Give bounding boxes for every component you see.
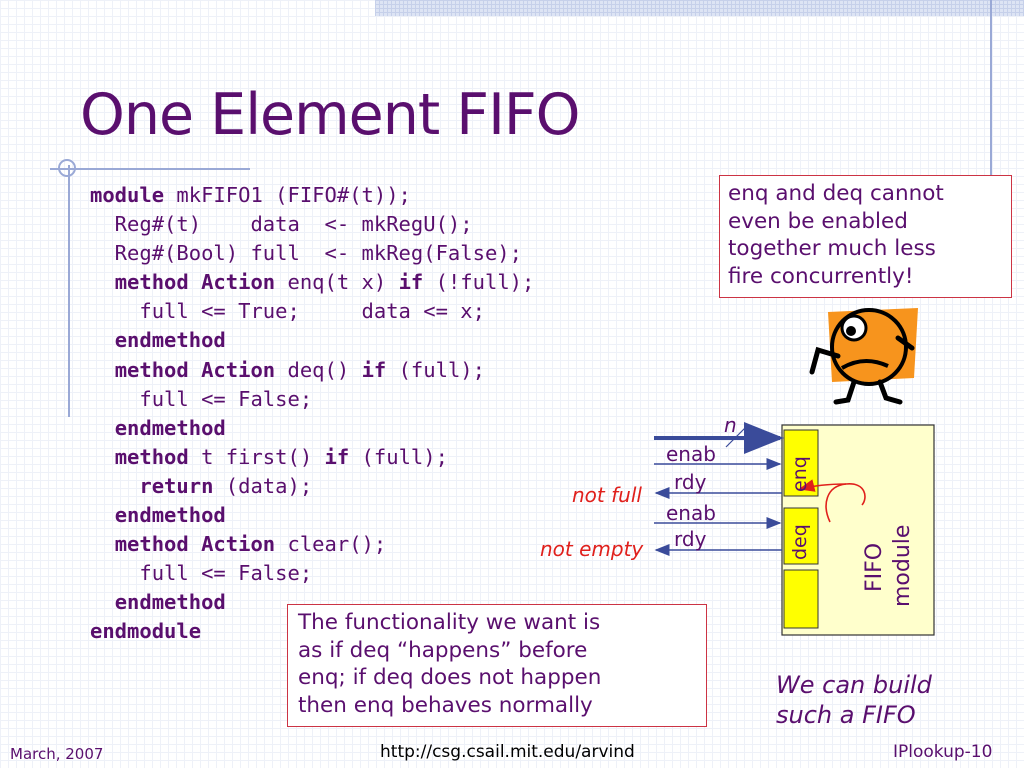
build-note-line: such a FIFO — [776, 701, 916, 729]
code-keyword: Action — [201, 532, 276, 557]
not-full-label: not full — [572, 483, 642, 507]
code-line: method Action enq(t x) if (!full); — [90, 268, 535, 297]
footer-date: March, 2007 — [10, 745, 104, 763]
code-keyword: method — [114, 270, 189, 295]
bus-width-slash — [725, 427, 746, 448]
code-text: (data); — [213, 473, 313, 498]
dependency-arrow — [798, 479, 847, 492]
code-line: endmethod — [90, 326, 534, 355]
note-bottom-line: enq; if deq does not happen — [298, 665, 602, 690]
build-note-line: We can build — [776, 671, 932, 699]
code-line: Reg#(t) data <- mkRegU(); — [90, 210, 534, 239]
right-vertical-rule — [990, 0, 992, 265]
not-empty-label: not empty — [540, 537, 644, 561]
title-underline-rule — [50, 168, 250, 170]
footer-url: http://csg.csail.mit.edu/arvind — [380, 742, 635, 762]
code-text: (full); — [386, 357, 485, 382]
code-line: full <= False; — [90, 385, 534, 414]
code-keyword: endmethod — [114, 590, 226, 615]
code-text: (full); — [349, 444, 448, 469]
code-text: t first() — [188, 444, 325, 469]
code-line: return (data); — [90, 472, 534, 501]
worried-face-icon — [809, 308, 918, 405]
bus-width-label: n — [724, 413, 737, 437]
module-label-fifo: FIFO — [862, 542, 887, 592]
code-keyword: module — [90, 183, 165, 207]
slide-title: One Element FIFO — [80, 82, 581, 148]
build-note: We can build such a FIFO — [776, 670, 932, 730]
code-text: mkFIFO1 (FIFO#(t)); — [164, 183, 411, 207]
code-line: endmethod — [90, 501, 534, 530]
code-text: clear(); — [275, 532, 387, 557]
footer-page-number: IPlookup-10 — [893, 742, 993, 762]
code-keyword: endmethod — [114, 503, 226, 528]
code-text: deq() — [275, 357, 362, 382]
code-line: method Action clear(); — [90, 530, 534, 559]
code-line: module mkFIFO1 (FIFO#(t)); — [90, 181, 534, 210]
face-mouth — [840, 359, 889, 370]
code-keyword: if — [398, 270, 424, 295]
face-leg-right — [877, 379, 903, 405]
deq-rdy-label: rdy — [674, 527, 707, 551]
code-keyword: endmethod — [114, 328, 226, 353]
code-keyword: Action — [201, 357, 276, 382]
note-top-line: fire concurrently! — [728, 263, 914, 289]
face-pupil — [846, 326, 856, 336]
code-text: enq(t x) — [275, 270, 399, 295]
deq-port-box — [783, 507, 819, 565]
code-keyword: if — [324, 444, 350, 469]
code-keyword: method — [114, 444, 189, 469]
face-arm-left — [809, 346, 841, 375]
note-top-line: together much less — [728, 236, 936, 261]
note-bottom-line: The functionality we want is — [298, 610, 601, 635]
code-text: (!full); — [423, 270, 535, 295]
deq-enab-label: enab — [666, 501, 716, 525]
code-text: Reg#(Bool) full <- mkReg(False); — [90, 241, 522, 266]
code-keyword: if — [361, 357, 387, 382]
code-keyword: method — [114, 532, 189, 557]
enq-port-label: enq — [789, 456, 811, 492]
note-bottom-line: then enq behaves normally — [298, 692, 593, 718]
note-bottom-box: The functionality we want is as if deq “… — [287, 604, 707, 727]
code-keyword: endmethod — [114, 415, 226, 440]
deq-port-label: deq — [789, 524, 811, 560]
code-text: full <= True; data <= x; — [90, 299, 485, 324]
code-line: endmodule — [90, 617, 534, 646]
code-keyword: return — [139, 473, 214, 498]
note-top-box: enq and deq cannot even be enabled toget… — [719, 175, 1012, 298]
code-line: full <= False; — [90, 559, 534, 588]
code-line: endmethod — [90, 414, 534, 443]
code-text: full <= False; — [90, 386, 313, 411]
code-keyword: method — [114, 357, 189, 382]
enq-rdy-label: rdy — [674, 470, 707, 494]
code-text: full <= False; — [90, 561, 313, 586]
code-keyword: endmodule — [90, 619, 202, 644]
code-line: method t first() if (full); — [90, 443, 534, 472]
face-arm-right — [895, 335, 915, 351]
code-line: Reg#(Bool) full <- mkReg(False); — [90, 239, 534, 268]
code-keyword: Action — [201, 270, 276, 295]
rule-ring-ornament — [58, 159, 76, 177]
code-block: module mkFIFO1 (FIFO#(t)); Reg#(t) data … — [90, 181, 534, 647]
code-text: Reg#(t) data <- mkRegU(); — [90, 212, 473, 237]
top-decoration-band — [375, 0, 1024, 16]
code-line: method Action deq() if (full); — [90, 356, 534, 385]
note-bottom-line: as if deq “happens” before — [298, 637, 588, 663]
module-label-module: module — [890, 524, 915, 607]
face-leg-left — [833, 379, 857, 405]
note-top-line: enq and deq cannot — [728, 181, 944, 206]
left-vertical-rule — [68, 165, 70, 417]
note-top-line: even be enabled — [728, 208, 908, 234]
extra-port-box — [783, 569, 819, 629]
enq-enab-label: enab — [666, 442, 716, 466]
code-line: endmethod — [90, 588, 534, 617]
code-line: full <= True; data <= x; — [90, 297, 534, 326]
